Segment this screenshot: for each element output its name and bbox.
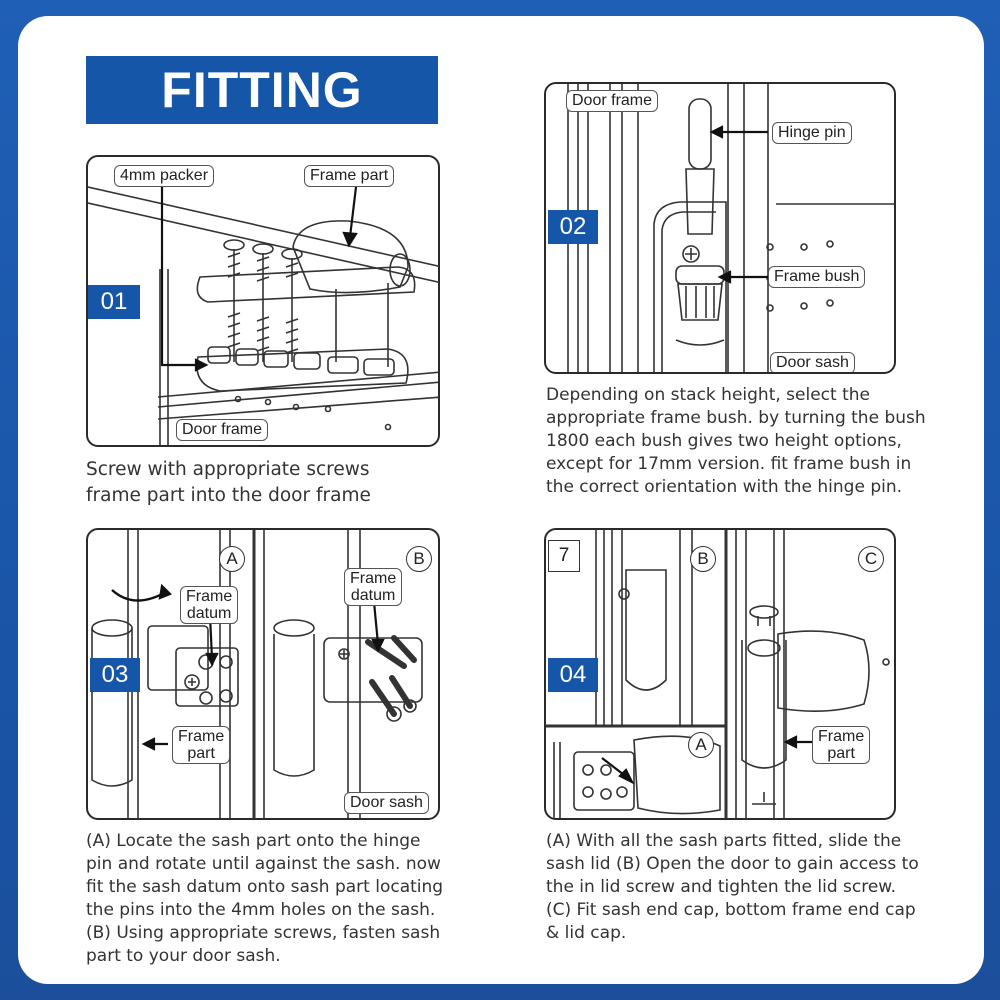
title-banner: FITTING bbox=[86, 56, 438, 124]
step2-illustration bbox=[567, 84, 894, 372]
step3-panel: A B Frame datum Frame datum Frame part D… bbox=[86, 528, 440, 820]
frame-datum-label-b: Frame datum bbox=[344, 568, 403, 606]
step3-label-b: B bbox=[406, 546, 432, 572]
step3-number-badge: 03 bbox=[90, 658, 140, 692]
frame-part-label-4: Frame part bbox=[812, 726, 871, 764]
page-title: FITTING bbox=[161, 62, 363, 118]
step4-label-b: B bbox=[690, 546, 716, 572]
step3-illustration bbox=[91, 530, 423, 818]
step3-label-a: A bbox=[219, 546, 245, 572]
step1-caption: Screw with appropriate screws frame part… bbox=[86, 459, 371, 506]
door-sash-label-3: Door sash bbox=[344, 792, 429, 814]
step2-panel: 02 Door frame Hinge pin Frame bush Door … bbox=[544, 82, 896, 374]
frame-datum-label-a: Frame datum bbox=[180, 586, 239, 624]
step4-illustration bbox=[546, 530, 890, 818]
frame-part-label-3: Frame part bbox=[172, 726, 231, 764]
step3-caption: (A) Locate the sash part onto the hinge … bbox=[86, 831, 444, 966]
step4-panel: 7 B C A Frame part 04 bbox=[544, 528, 896, 820]
step4-label-c: C bbox=[858, 546, 884, 572]
step2-number-badge: 02 bbox=[548, 210, 598, 244]
step4-number-badge: 04 bbox=[548, 658, 598, 692]
step4-label-a: A bbox=[688, 732, 714, 758]
step1-number-badge: 01 bbox=[88, 285, 140, 319]
step1-panel: 01 4mm packer Frame part Door frame bbox=[86, 155, 440, 447]
door-sash-label: Door sash bbox=[770, 352, 855, 372]
step1-illustration bbox=[88, 185, 438, 445]
frame-bush-label: Frame bush bbox=[768, 266, 866, 288]
step4-number-box: 7 bbox=[548, 540, 580, 572]
step4-caption: (A) With all the sash parts fitted, slid… bbox=[546, 831, 919, 943]
hinge-pin-label: Hinge pin bbox=[772, 122, 852, 144]
frame-part-label: Frame part bbox=[304, 165, 395, 187]
door-frame-label-2: Door frame bbox=[566, 90, 659, 112]
packer-label: 4mm packer bbox=[114, 165, 215, 187]
door-frame-label: Door frame bbox=[176, 419, 269, 441]
step2-caption: Depending on stack height, select the ap… bbox=[546, 385, 926, 497]
